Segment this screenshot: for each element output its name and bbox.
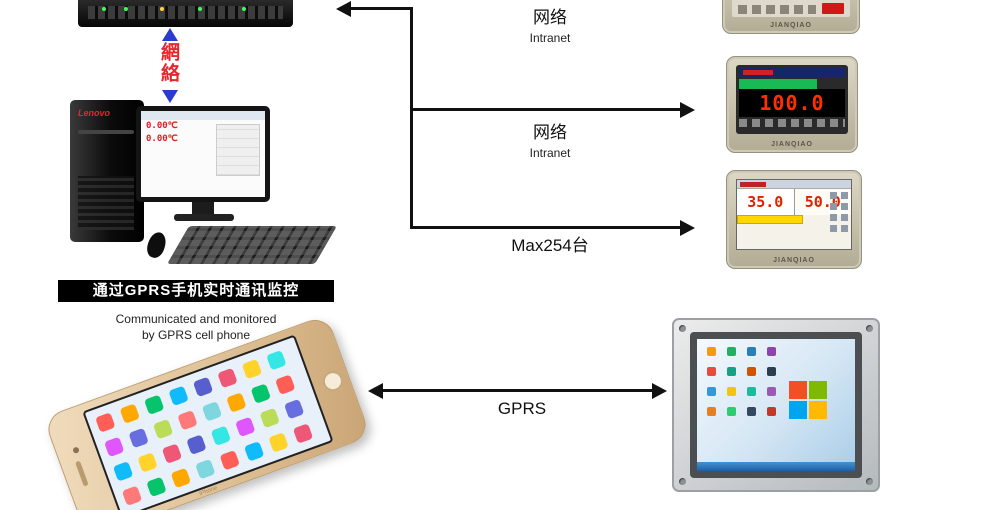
controller-3-header: [737, 180, 851, 189]
controller-2: 100.0 JIANQIAO: [726, 56, 858, 153]
arrow-gprs-right-icon: [652, 383, 667, 399]
arrow-to-switch-icon: [336, 1, 351, 17]
controller-1-brand-label: JIANQIAO: [770, 22, 812, 29]
link-intranet2-zh: 网络: [533, 123, 567, 142]
controller-2-brand-label: JIANQIAO: [771, 141, 813, 148]
link-intranet1-zh: 网络: [533, 8, 567, 27]
gprs-caption-line1: Communicated and monitored: [115, 312, 277, 326]
pc-monitor: 0.00℃ 0.00℃: [136, 106, 270, 202]
pc-vents: [78, 176, 134, 230]
hmi-bezel: [690, 332, 862, 478]
controller-2-screen: 100.0: [736, 65, 848, 134]
controller-3-screen: 35.0 50.0: [736, 179, 852, 250]
line-max254: [410, 226, 682, 229]
controller-2-header: [739, 68, 845, 77]
link-intranet1-en: Intranet: [529, 31, 571, 45]
controller-2-buttons: [739, 119, 845, 127]
controller-3-yellow-strip: [737, 215, 804, 224]
pc-monitor-screen: 0.00℃ 0.00℃: [141, 111, 265, 197]
controller-1: JIANQIAO: [722, 0, 860, 34]
controller-3-brand-label: JIANQIAO: [773, 257, 815, 264]
windows-logo-green: [809, 381, 827, 399]
controller-1-red-badge: [822, 3, 844, 14]
line-switch-stub: [351, 7, 412, 10]
mouse: [144, 230, 169, 260]
controller-3: 35.0 50.0 JIANQIAO: [726, 170, 862, 269]
windows-logo-icon: [789, 381, 827, 419]
monitor-titlebar: [141, 111, 265, 120]
arrow-gprs-left-icon: [368, 383, 383, 399]
arrow-max254-icon: [680, 220, 695, 236]
link-intranet1-label: 网络 Intranet: [498, 3, 602, 45]
controller-1-buttons: [738, 5, 816, 14]
link-intranet2-en: Intranet: [529, 146, 571, 160]
monitor-table: [216, 124, 260, 176]
controller-1-screen: [732, 0, 850, 17]
keyboard: [167, 226, 337, 264]
windows-logo-yellow: [809, 401, 827, 419]
link-up-arrow-icon: [162, 28, 178, 41]
controller-3-value-row: 35.0 50.0: [737, 189, 851, 215]
line-trunk-vertical: [410, 7, 413, 229]
phone-earpiece: [75, 460, 89, 487]
monitor-reading-1: 0.00℃: [146, 121, 178, 131]
hmi-controller: [672, 318, 880, 492]
monitor-stand-base: [174, 214, 234, 221]
pc-brand-label: Lenovo: [78, 108, 111, 118]
controller-3-header-chip: [740, 182, 766, 187]
line-intranet2: [410, 108, 682, 111]
hmi-screen: [697, 339, 855, 471]
link-down-arrow-icon: [162, 90, 178, 103]
hmi-screw-icon: [679, 325, 686, 332]
line-gprs: [382, 389, 654, 392]
switch-pc-link-label: 網絡: [158, 42, 179, 84]
link-intranet2-label: 网络 Intranet: [498, 118, 602, 160]
monitor-stand-neck: [192, 202, 214, 214]
hmi-taskbar: [697, 462, 855, 471]
controller-3-left-value: 35.0: [737, 189, 795, 215]
hmi-screw-icon: [866, 478, 873, 485]
hmi-screw-icon: [679, 478, 686, 485]
network-switch: [78, 0, 293, 27]
gprs-banner: 通过GPRS手机实时通讯监控: [58, 280, 334, 302]
gprs-caption-line2: by GPRS cell phone: [141, 328, 251, 342]
controller-2-value: 100.0: [739, 89, 845, 117]
switch-ports: [88, 6, 283, 19]
phone-camera-icon: [72, 446, 80, 455]
phone-app-icons: [95, 412, 116, 433]
switch-led-icon: [102, 7, 106, 11]
controller-2-header-chip: [743, 70, 773, 75]
phone-home-button: [320, 368, 346, 394]
windows-logo-red: [789, 381, 807, 399]
pc-dvd-slot: [78, 130, 134, 134]
controller-3-buttons: [841, 192, 848, 199]
hmi-screw-icon: [866, 325, 873, 332]
link-gprs-label: GPRS: [497, 399, 547, 418]
phone-screen: [82, 334, 334, 510]
link-max254-label: Max254台: [511, 236, 589, 255]
hmi-desktop-icons: [707, 347, 716, 356]
pc-tower: Lenovo: [70, 100, 144, 242]
controller-2-progress-bar: [739, 79, 818, 89]
arrow-intranet2-icon: [680, 102, 695, 118]
smartphone: iPhone: [42, 314, 372, 510]
windows-logo-blue: [789, 401, 807, 419]
monitor-reading-2: 0.00℃: [146, 134, 178, 144]
